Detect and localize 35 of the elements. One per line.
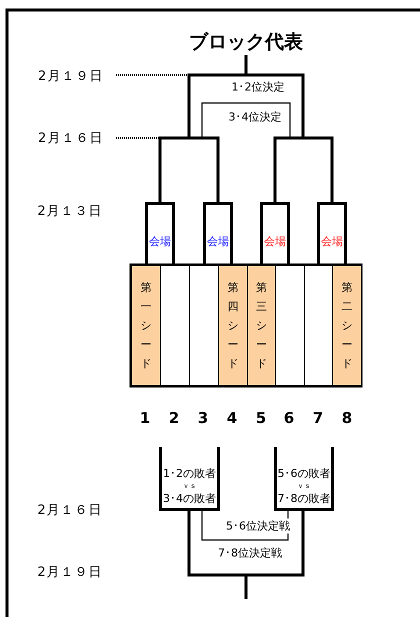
edge-label: 7･8位決定戦 — [216, 546, 284, 560]
leader-line — [116, 137, 159, 139]
date-label: 2月１９日 — [37, 564, 103, 581]
match-text: 7･8の敗者 — [278, 491, 330, 506]
slot-cell — [275, 265, 305, 386]
bracket-label: 3･4位決定 — [228, 110, 282, 124]
date-label: 2月１３日 — [37, 203, 103, 220]
date-label: 2月１６日 — [37, 502, 103, 519]
slot-number: 8 — [342, 409, 352, 427]
seed-cell: 第一シード — [131, 265, 161, 386]
bracket-line — [188, 511, 304, 576]
match-text: 1･2の敗者 — [163, 466, 216, 481]
bracket-label: 1･2位決定 — [232, 80, 284, 94]
seed-cell: 第四シード — [218, 265, 248, 386]
slot-number: 6 — [284, 409, 294, 427]
slot-cell — [189, 265, 219, 386]
slot-cell — [160, 265, 190, 386]
date-label: 2月１９日 — [38, 68, 104, 85]
bracket-line — [244, 55, 334, 202]
slot-number: 7 — [312, 409, 324, 427]
match-text: 5･6の敗者 — [278, 466, 330, 481]
edge-label: 5･6位決定戦 — [224, 518, 292, 534]
date-label: 2月１６日 — [38, 130, 104, 147]
seed-cell: 第三シード — [247, 265, 276, 386]
slot-number: 5 — [256, 409, 266, 427]
bracket-line — [201, 511, 289, 541]
leader-line — [116, 74, 188, 76]
slot-number: 4 — [226, 409, 238, 427]
seed-cell: 第二シード — [332, 265, 362, 386]
slot-number: 2 — [168, 409, 180, 427]
match-text: 3･4の敗者 — [163, 491, 216, 506]
slot-number: 3 — [198, 409, 208, 427]
slot-cell — [304, 265, 333, 386]
slot-number: 1 — [140, 409, 150, 427]
title-text: ブロック代表 — [189, 30, 303, 55]
